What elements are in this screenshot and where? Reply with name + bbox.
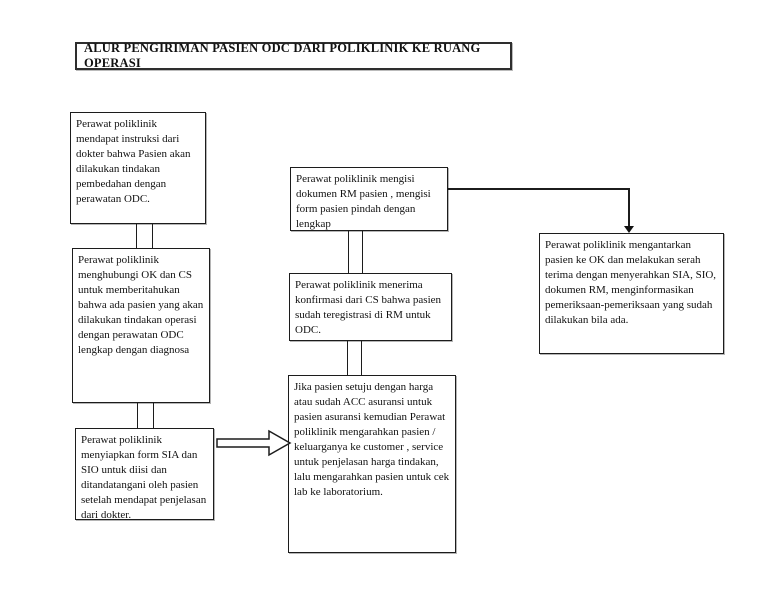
flow-box-instruksi-dokter: Perawat poliklinik mendapat instruksi da…: [70, 112, 206, 224]
connector-left-2: [137, 402, 154, 429]
block-arrow-right-icon: [216, 429, 292, 457]
connector-elbow-horizontal: [448, 188, 630, 190]
flow-box-siapkan-form-sia-sio: Perawat poliklinik menyiapkan form SIA d…: [75, 428, 214, 521]
flow-box-antar-pasien-ke-ok: Perawat poliklinik mengantarkan pasien k…: [539, 233, 724, 354]
connector-middle-2: [347, 340, 362, 376]
arrowhead-down-icon: [624, 226, 634, 233]
connector-elbow-vertical: [628, 188, 630, 226]
flow-box-arahkan-customer-service: Jika pasien setuju dengan harga atau sud…: [288, 375, 456, 553]
connector-left-1: [136, 223, 153, 249]
connector-middle-1: [348, 230, 363, 274]
flow-box-konfirmasi-cs: Perawat poliklinik menerima konfirmasi d…: [289, 273, 452, 341]
flow-box-hubungi-ok-cs: Perawat poliklinik menghubungi OK dan CS…: [72, 248, 210, 403]
flowchart-title: ALUR PENGIRIMAN PASIEN ODC DARI POLIKLIN…: [75, 41, 512, 70]
flow-box-mengisi-dokumen-rm: Perawat poliklinik mengisi dokumen RM pa…: [290, 167, 448, 231]
